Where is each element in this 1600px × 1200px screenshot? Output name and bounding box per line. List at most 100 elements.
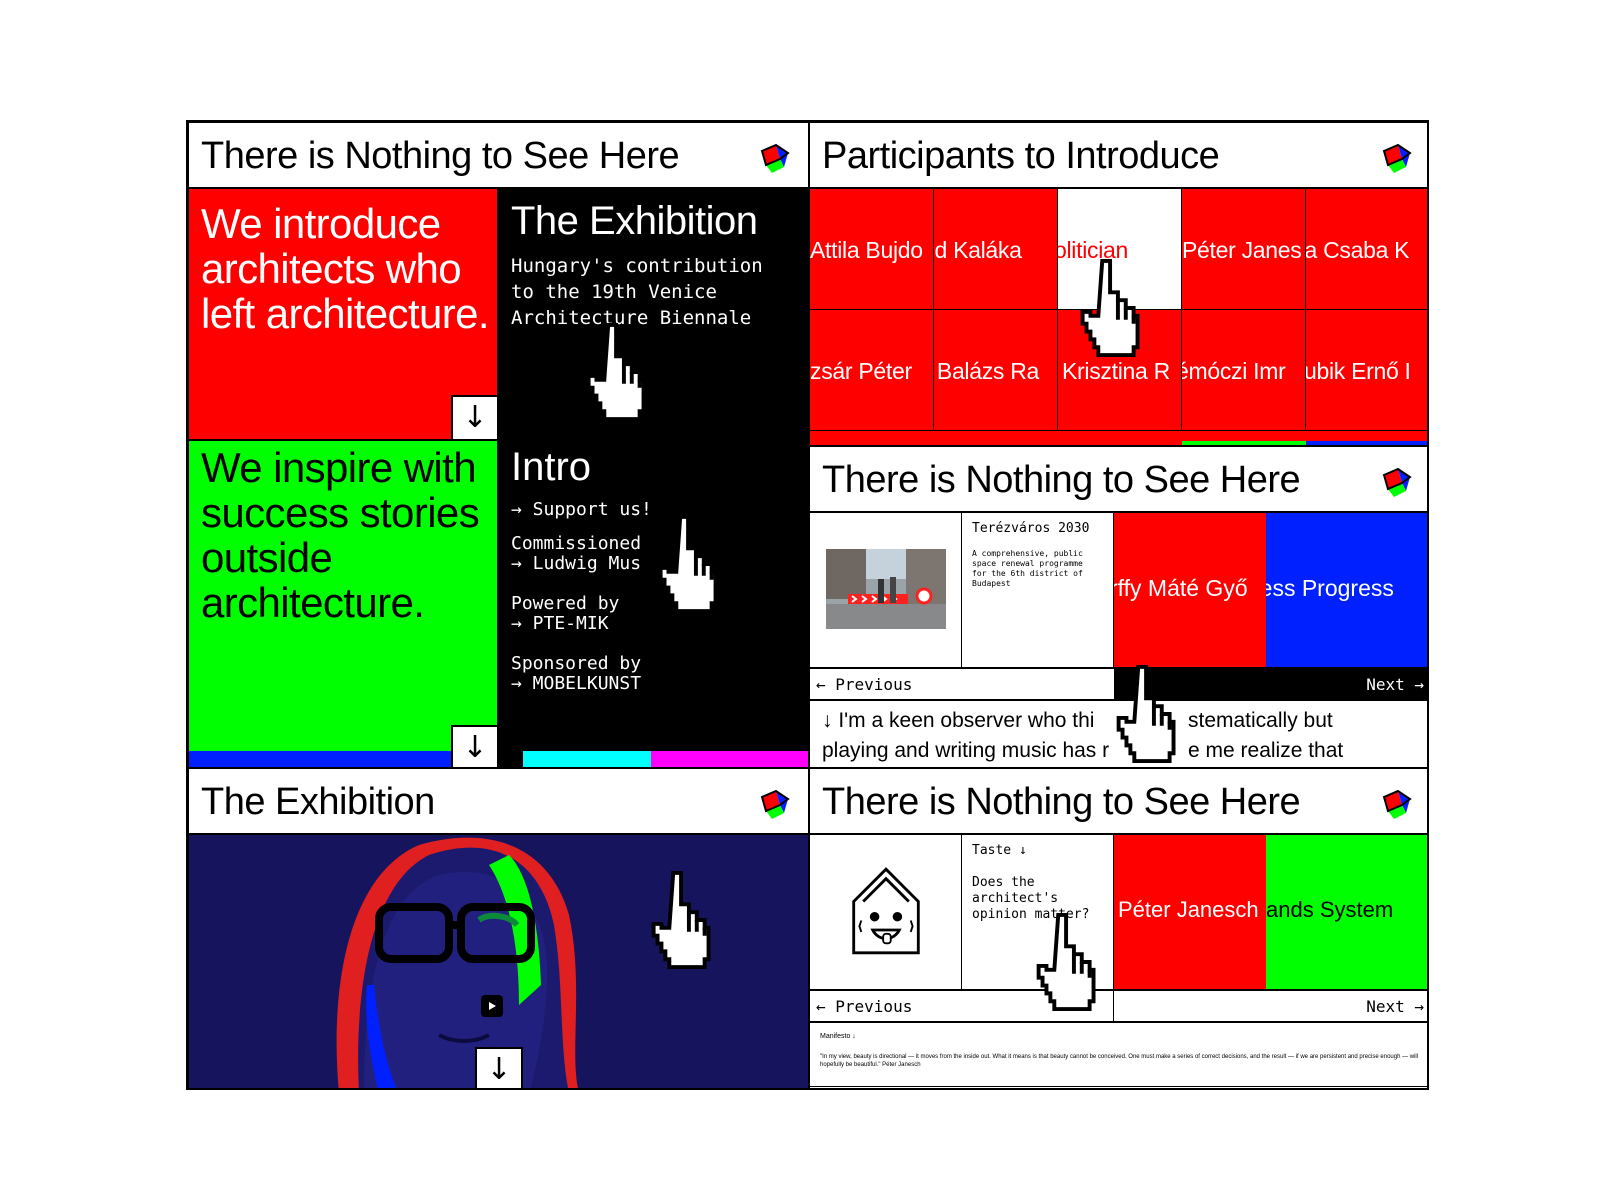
next-area: Next →	[1114, 669, 1427, 699]
prev-area: ← Previous	[810, 991, 1114, 1021]
participant-name: ubik Ernő I	[1306, 358, 1411, 384]
participant-name: rffy Máté Győ	[1114, 575, 1248, 601]
intro-title[interactable]: Intro	[511, 445, 592, 489]
participant-cell[interactable]: olitician	[1058, 189, 1182, 310]
exhibition-desc-line: Architecture Biennale	[511, 307, 752, 329]
story-red-cell[interactable]: rffy Máté Győ	[1114, 513, 1266, 667]
story-card-desc: A comprehensive, public space renewal pr…	[972, 549, 1083, 588]
story-blue-cell[interactable]: ress Progress	[1266, 513, 1427, 667]
play-icon	[489, 1002, 496, 1010]
hand-cursor-icon	[658, 514, 718, 614]
next-button[interactable]: Next →	[1366, 675, 1424, 694]
brand-logo-icon[interactable]	[758, 787, 792, 821]
taste-red-cell[interactable]: Péter Janesch	[1114, 835, 1266, 989]
green-strip	[1182, 441, 1306, 445]
red-intro-text: We introduce architects who left archite…	[201, 200, 490, 337]
hand-cursor-icon	[651, 870, 711, 970]
manifesto-text: "In my view, beauty is directional — it …	[820, 1054, 1419, 1068]
quote-line: playing and writing music has r	[822, 739, 1109, 763]
quote-text: playing and writing music has r	[822, 739, 1110, 762]
arrow-down-icon: ↓	[462, 400, 488, 435]
brand-logo-icon[interactable]	[1380, 141, 1414, 175]
participant-name: i Balázs Ra	[934, 358, 1040, 384]
arrow-down-icon: ↓	[486, 1052, 512, 1087]
powered-link[interactable]: → PTE-MIK	[511, 613, 609, 634]
panel-taste: There is Nothing to See Here Taste ↓ Doe	[809, 768, 1427, 1088]
support-link[interactable]: → Support us!	[511, 499, 652, 520]
intro-block: Intro → Support us! Commissioned → Ludwi…	[499, 439, 808, 767]
participant-name: olitician	[1058, 237, 1129, 263]
site-title[interactable]: There is Nothing to See Here	[201, 135, 680, 177]
participant-cell[interactable]: Péter Janes	[1182, 189, 1306, 310]
participant-cell[interactable]: zsár Péter	[810, 310, 934, 431]
commissioned-link[interactable]: → Ludwig Mus	[511, 553, 642, 574]
participant-cell[interactable]: nd Kaláka	[934, 189, 1058, 310]
previous-button[interactable]: ← Previous	[816, 997, 913, 1016]
participant-cell[interactable]: émóczi Imr	[1182, 310, 1306, 431]
quote-text: e me realize that	[1188, 739, 1344, 762]
panel-video: The Exhibition	[188, 768, 809, 1088]
manifesto-section: Manifesto ↓ "In my view, beauty is direc…	[810, 1023, 1427, 1088]
taste-label: Taste ↓	[972, 843, 1027, 858]
panel-story: There is Nothing to See Here	[809, 446, 1427, 768]
exhibition-desc-line: to the 19th Venice	[511, 281, 717, 303]
house-icon-cell[interactable]	[810, 835, 962, 989]
taste-title[interactable]: There is Nothing to See Here	[822, 781, 1301, 823]
green-inspire-block: We inspire with success stories outside …	[189, 439, 499, 767]
video-title[interactable]: The Exhibition	[201, 781, 435, 823]
participant-name: émóczi Imr	[1182, 358, 1286, 384]
exhibition-title[interactable]: The Exhibition	[511, 199, 758, 243]
quote-text: ↓ I'm a keen observer who thi	[822, 709, 1095, 732]
green-inspire-text: We inspire with success stories outside …	[201, 444, 480, 626]
participant-cell[interactable]: Attila Bujdo	[810, 189, 934, 310]
cyan-strip	[523, 751, 651, 767]
next-button[interactable]: Next →	[1366, 997, 1424, 1016]
hand-cursor-icon	[1080, 258, 1140, 358]
story-photo-cell[interactable]	[810, 513, 962, 667]
participants-title[interactable]: Participants to Introduce	[822, 135, 1220, 177]
magenta-strip	[651, 751, 808, 767]
hand-cursor-icon	[1036, 912, 1096, 1012]
hand-cursor-icon	[1116, 664, 1176, 764]
taste-header: There is Nothing to See Here	[810, 769, 1427, 835]
quote-line: e me realize that	[1188, 739, 1343, 763]
brand-logo-icon[interactable]	[758, 141, 792, 175]
sponsored-label: Sponsored by	[511, 653, 642, 674]
participant-name: ress Progress	[1266, 575, 1394, 601]
video-header: The Exhibition	[189, 769, 808, 835]
story-title[interactable]: There is Nothing to See Here	[822, 459, 1301, 501]
street-photo	[826, 549, 946, 629]
exhibition-block: The Exhibition Hungary's contribution to…	[499, 189, 808, 439]
brand-logo-icon[interactable]	[1380, 787, 1414, 821]
blue-strip	[1306, 441, 1427, 445]
participants-header: Participants to Introduce	[810, 123, 1427, 189]
participant-name: ba Csaba K	[1306, 237, 1410, 263]
scroll-down-button[interactable]: ↓	[451, 395, 497, 439]
participant-name: Attila Bujdo	[810, 237, 923, 263]
red-intro-block: We introduce architects who left archite…	[189, 189, 499, 439]
story-quote: ↓ I'm a keen observer who thi stematical…	[810, 701, 1427, 767]
portrait-illustration	[336, 837, 578, 1088]
taste-nav: ← Previous Next →	[810, 989, 1427, 1023]
divider	[810, 1086, 1427, 1087]
story-nav: ← Previous Next →	[810, 667, 1427, 701]
sponsored-link[interactable]: → MOBELKUNST	[511, 673, 642, 694]
participant-cell[interactable]: ubik Ernő I	[1306, 310, 1427, 431]
scroll-down-button[interactable]: ↓	[451, 725, 497, 767]
participant-name: Péter Janesch	[1118, 897, 1259, 922]
story-card[interactable]: Terézváros 2030 A comprehensive, public …	[962, 513, 1114, 667]
participant-cell[interactable]: i Balázs Ra	[934, 310, 1058, 431]
blue-strip	[189, 751, 497, 767]
play-button[interactable]	[481, 995, 503, 1017]
arrow-down-icon: ↓	[462, 730, 488, 765]
previous-button[interactable]: ← Previous	[816, 675, 913, 694]
scroll-down-button[interactable]: ↓	[475, 1047, 523, 1088]
screenshot-collage: There is Nothing to See Here We introduc…	[186, 120, 1429, 1090]
participant-cell[interactable]: ba Csaba K	[1306, 189, 1427, 310]
brand-logo-icon[interactable]	[1380, 465, 1414, 499]
exhibition-desc-line: Hungary's contribution	[511, 255, 763, 277]
participant-name: Péter Janes	[1182, 237, 1302, 263]
quote-line: ↓ I'm a keen observer who thi	[822, 709, 1094, 733]
taste-green-cell[interactable]: ands System	[1266, 835, 1427, 989]
powered-label: Powered by	[511, 593, 620, 614]
